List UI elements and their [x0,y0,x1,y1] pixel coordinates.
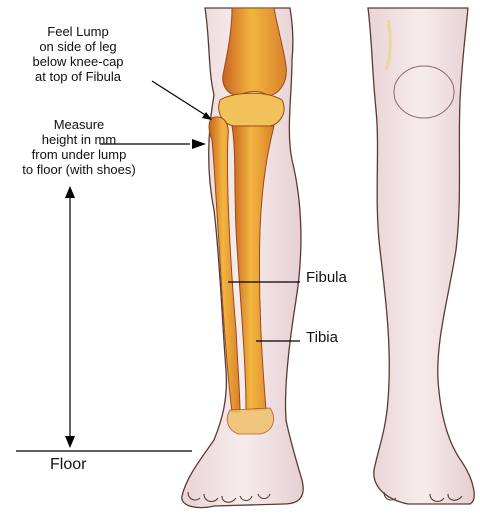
knee-joint [219,93,284,126]
measure-line-3: from under lump [6,147,152,162]
lump-line-4: at top of Fibula [6,69,150,84]
lump-line-2: on side of leg [6,39,150,54]
lump-instruction-label: Feel Lump on side of leg below knee-cap … [6,24,150,84]
measure-line-1: Measure [6,117,152,132]
femur-bone [223,8,287,96]
measure-instruction-label: Measure height in mm from under lump to … [6,117,152,177]
tibia-label: Tibia [306,330,338,345]
lump-line-3: below knee-cap [6,54,150,69]
right-leg-outline [368,8,474,504]
fibula-label: Fibula [306,270,347,285]
lump-pointer-line [152,81,210,118]
height-arrow-top [65,186,75,198]
height-arrow-bottom [65,436,75,448]
ankle [227,408,273,434]
measure-line-4: to floor (with shoes) [6,162,152,177]
lump-line-1: Feel Lump [6,24,150,39]
measure-line-2: height in mm [6,132,152,147]
measure-arrowhead [192,139,206,149]
floor-label: Floor [50,457,86,472]
